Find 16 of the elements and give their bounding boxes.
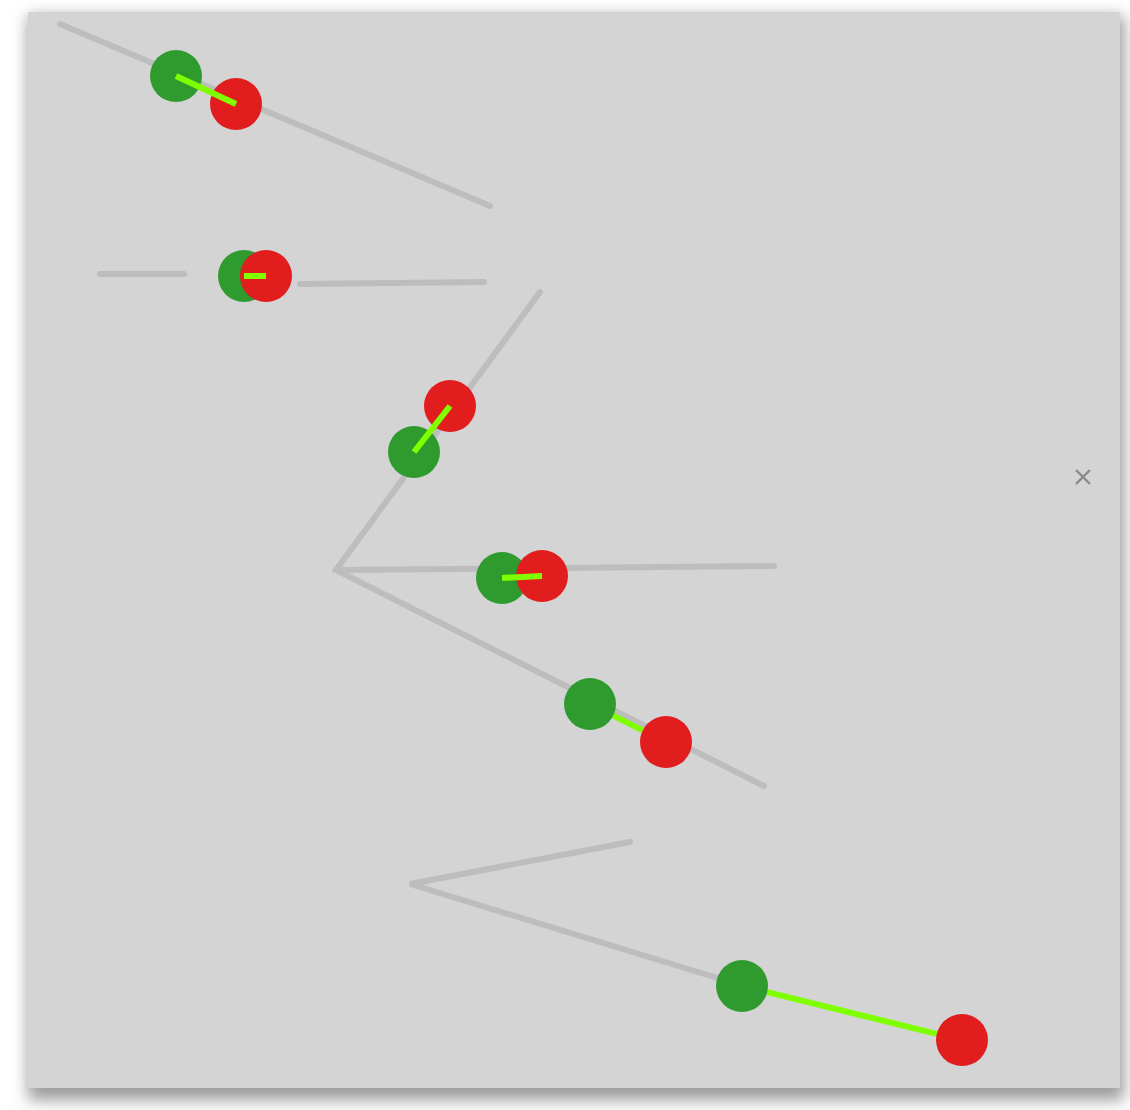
match-line [611,712,645,734]
endpoint-dot [424,380,476,432]
endpoint-dot [640,716,692,768]
endpoint-dot [210,78,262,130]
match-line [244,273,266,279]
endpoint-dot [716,960,768,1012]
endpoint-dot [936,1014,988,1066]
match-line [501,573,543,581]
endpoint-dot [240,250,292,302]
endpoint-dot [564,678,616,730]
endpoint-dot [388,426,440,478]
match-line [174,73,238,107]
endpoint-dot [516,550,568,602]
endpoint-dot [150,50,202,102]
match-line [411,404,453,454]
match-line [766,989,938,1037]
